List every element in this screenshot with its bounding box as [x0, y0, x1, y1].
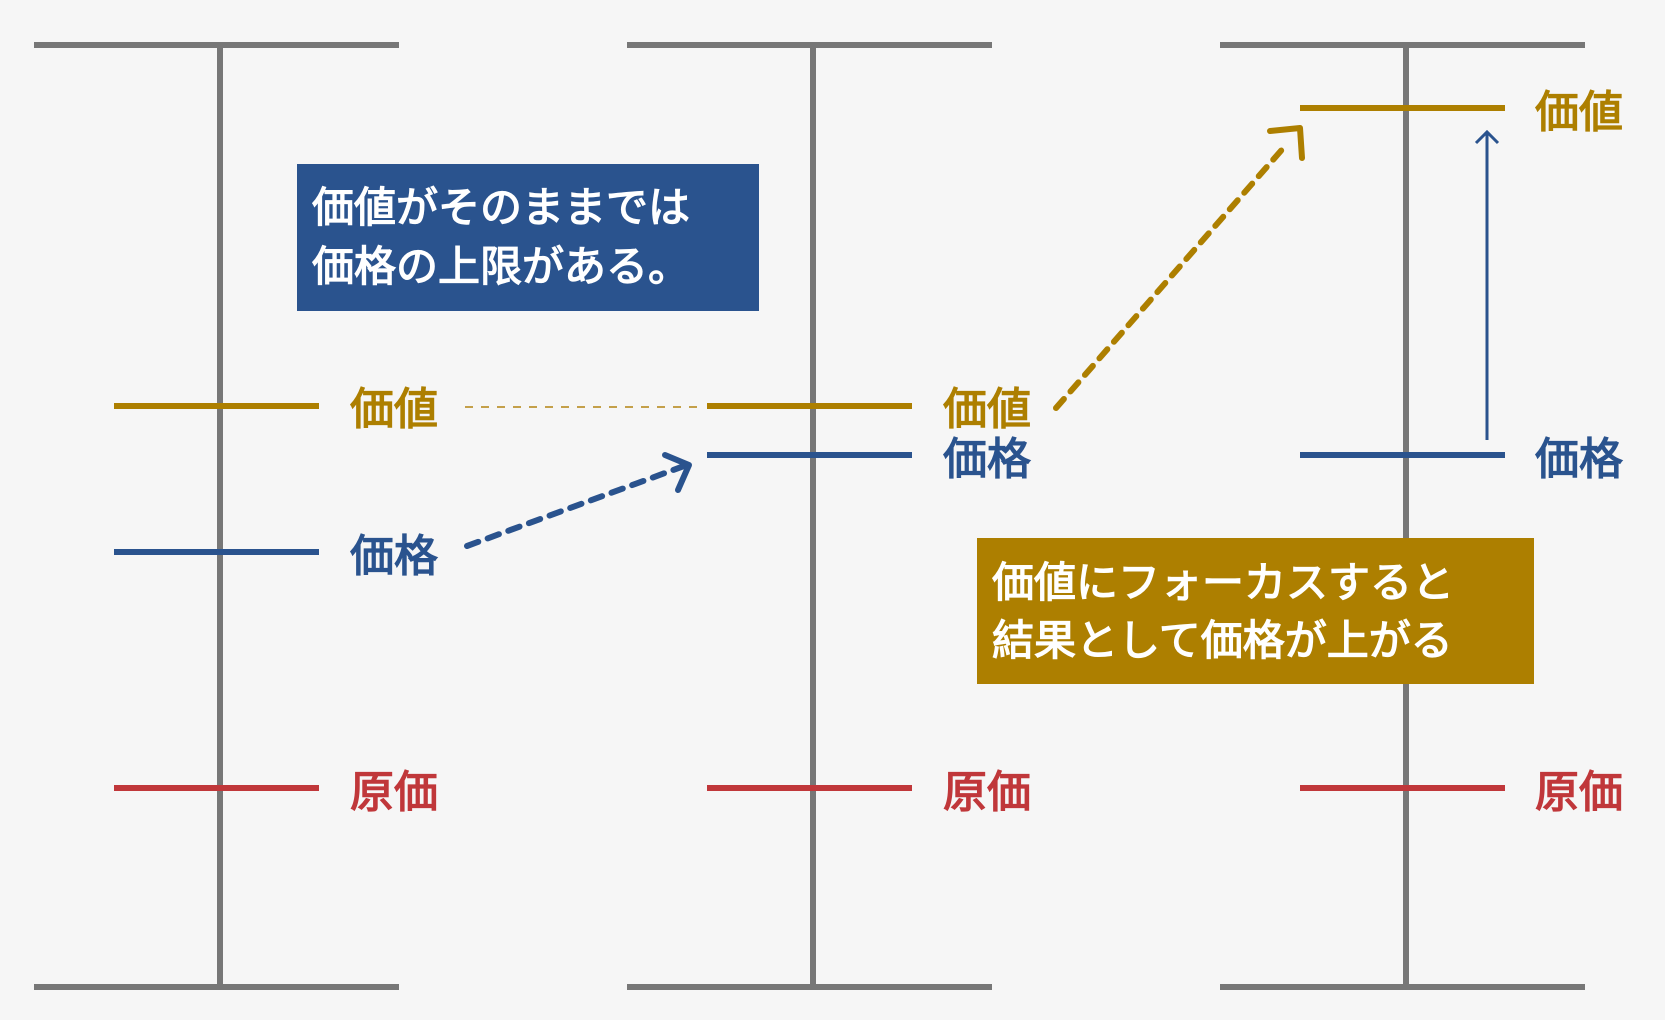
cost-label: 原価 — [943, 767, 1031, 818]
callout-line-2: 価格の上限がある。 — [311, 242, 690, 291]
cost-label: 原価 — [350, 767, 438, 818]
price-label: 価格 — [1534, 434, 1624, 485]
price-label: 価格 — [942, 434, 1032, 485]
column-price-raised: 価値 価格 原価 — [627, 42, 1032, 990]
up-arrow-icon — [1474, 129, 1500, 440]
value-label: 価値 — [1534, 87, 1623, 138]
value-label: 価値 — [349, 384, 438, 435]
callout-line-1: 価値がそのままでは — [311, 183, 690, 232]
callout-line-2: 結果として価格が上がる — [992, 616, 1453, 665]
column-before: 価値 価格 原価 — [34, 42, 439, 990]
cost-label: 原価 — [1535, 767, 1623, 818]
callout-price-limit: 価値がそのままでは 価格の上限がある。 — [297, 164, 759, 311]
price-raise-arrow-icon — [464, 452, 692, 549]
callout-value-focus: 価値にフォーカスすると 結果として価格が上がる — [977, 538, 1534, 684]
column-value-focused: 価値 価格 原価 — [1220, 42, 1624, 990]
price-label: 価格 — [349, 531, 439, 582]
value-raise-arrow-icon — [1053, 125, 1305, 411]
value-label: 価値 — [942, 384, 1031, 435]
callout-line-1: 価値にフォーカスすると — [991, 558, 1454, 607]
